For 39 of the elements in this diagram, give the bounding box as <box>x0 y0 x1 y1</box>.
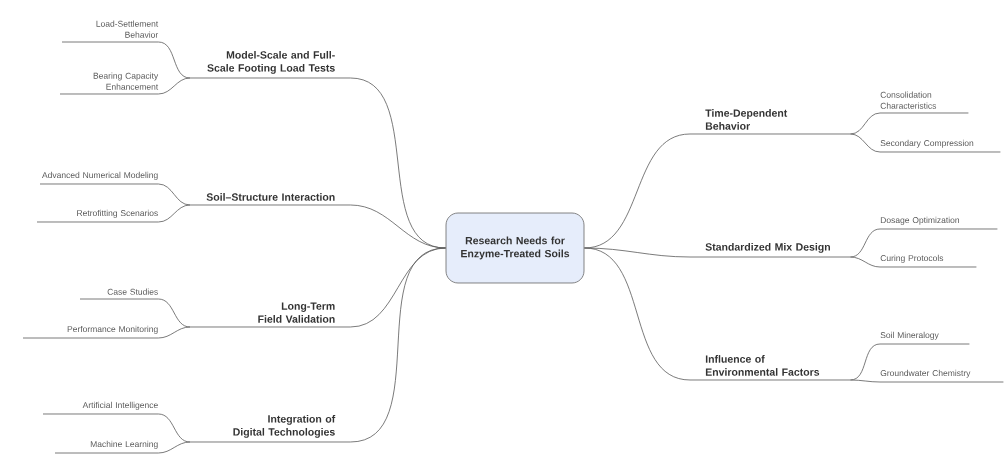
subtopic: Soil Mineralogy <box>879 331 970 345</box>
branch-topic: Integration of Digital Technologies <box>189 414 351 443</box>
connector-line <box>350 247 446 443</box>
connector-line <box>158 41 191 79</box>
connector-line <box>850 133 881 153</box>
connector-line <box>850 256 881 268</box>
subtopic: Groundwater Chemistry <box>879 369 1004 383</box>
branch-topic: Model-Scale and Full-Scale Footing Load Tests <box>189 50 351 79</box>
connector-line <box>158 326 191 339</box>
subtopic: Machine Learning <box>54 440 159 454</box>
subtopic: Secondary Compression <box>879 139 1001 153</box>
subtopic: Advanced Numerical Modeling <box>39 171 159 185</box>
subtopic: Curing Protocols <box>879 254 977 268</box>
subtopic: Bearing Capacity Enhancement <box>59 72 159 95</box>
subtopic: Artificial Intelligence <box>42 401 159 415</box>
connector-line <box>158 441 191 454</box>
central-topic-box: Research Needs for Enzyme-Treated Soils <box>445 212 585 284</box>
connector-line <box>158 298 191 328</box>
subtopic: Dosage Optimization <box>879 216 998 230</box>
connector-line <box>158 183 191 206</box>
connector-line <box>850 379 881 383</box>
subtopic: Retrofitting Scenarios <box>36 209 159 223</box>
branch-topic: Time-Dependent Behavior <box>689 109 851 135</box>
connector-line <box>850 112 881 135</box>
connector-line <box>850 228 881 258</box>
branch-topic: Standardized Mix Design <box>689 242 851 258</box>
subtopic: Case Studies <box>79 288 159 300</box>
branch-topic: Long-Term Field Validation <box>189 302 351 328</box>
connector-line <box>158 204 191 223</box>
connector-line <box>158 413 191 443</box>
branch-topic: Influence of Environmental Factors <box>689 355 851 381</box>
connector-line <box>158 77 191 95</box>
subtopic: Consolidation Characteristics <box>879 91 969 114</box>
connector-line <box>350 204 446 249</box>
connector-line <box>584 247 691 258</box>
branch-topic: Soil–Structure Interaction <box>189 193 351 206</box>
subtopic: Load-Settlement Behavior <box>61 20 159 43</box>
connector-line <box>584 247 691 381</box>
subtopic: Performance Monitoring <box>22 325 159 339</box>
